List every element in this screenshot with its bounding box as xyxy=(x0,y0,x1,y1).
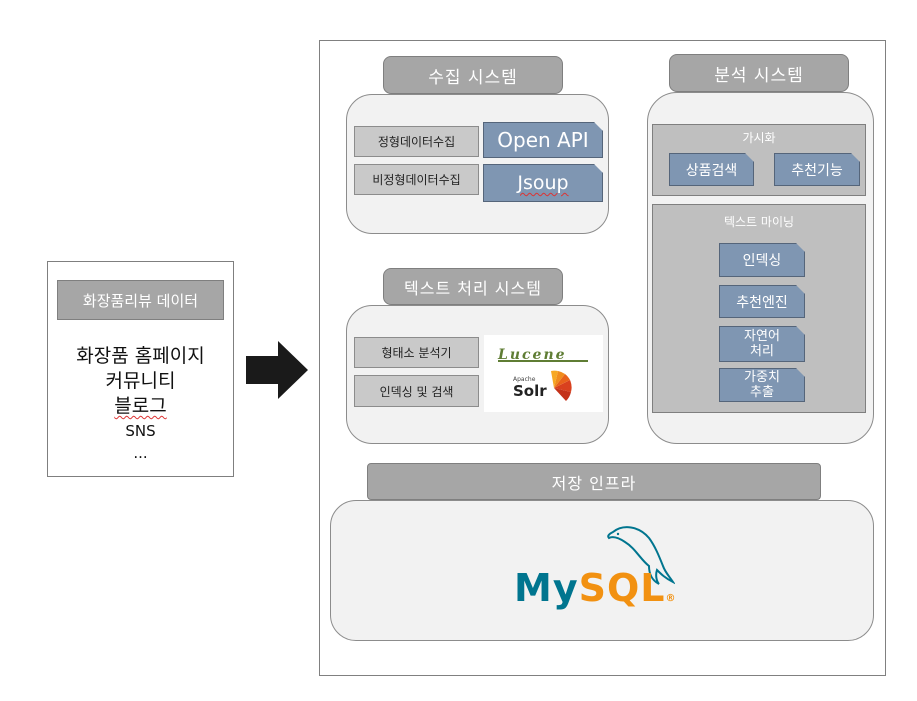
source-header-label: 화장품리뷰 데이터 xyxy=(82,291,199,310)
text-processing-title-label: 텍스트 처리 시스템 xyxy=(404,278,542,298)
lucene-logo-text: Lucene xyxy=(498,347,567,363)
source-list: 화장품 홈페이지 커뮤니티 블로그 SNS ... xyxy=(48,344,233,463)
apache-label: Apache xyxy=(513,376,536,383)
visualization-title: 가시화 xyxy=(742,131,776,145)
visualization-section: 가시화 상품검색 추천기능 xyxy=(652,124,866,196)
recommendation-box: 추천기능 xyxy=(774,153,860,186)
source-data-box: 화장품리뷰 데이터 화장품 홈페이지 커뮤니티 블로그 SNS ... xyxy=(47,261,234,477)
jsoup-label: Jsoup xyxy=(517,172,569,194)
storage-title: 저장 인프라 xyxy=(367,463,821,500)
structured-collection-box: 정형데이터수집 xyxy=(354,126,479,157)
product-search-box: 상품검색 xyxy=(669,153,754,186)
open-api-label: Open API xyxy=(497,128,589,152)
source-item: ... xyxy=(133,444,148,462)
text-processing-title: 텍스트 처리 시스템 xyxy=(383,268,563,305)
nlp-label: 자연어 처리 xyxy=(744,329,780,359)
weight-extraction-label: 가중치 추출 xyxy=(744,370,780,400)
morph-analyzer-box: 형태소 분석기 xyxy=(354,337,479,368)
open-api-box: Open API xyxy=(483,122,603,158)
indexing-box: 인덱싱 xyxy=(719,243,805,277)
storage-panel xyxy=(330,500,874,641)
source-item: 화장품 홈페이지 xyxy=(76,345,205,367)
analysis-title: 분석 시스템 xyxy=(669,54,849,92)
unstructured-collection-box: 비정형데이터수집 xyxy=(354,164,479,195)
source-item: SNS xyxy=(125,422,156,440)
mysql-logo: MySQL® xyxy=(510,520,680,610)
weight-extraction-box: 가중치 추출 xyxy=(719,368,805,402)
flow-arrow-icon xyxy=(246,341,308,399)
solr-logo-text: Solr xyxy=(513,382,547,400)
recommendation-engine-box: 추천엔진 xyxy=(719,285,805,318)
text-mining-section: 텍스트 마이닝 인덱싱 추천엔진 자연어 처리 가중치 추출 xyxy=(652,204,866,413)
collection-title: 수집 시스템 xyxy=(383,56,563,94)
nlp-box: 자연어 처리 xyxy=(719,326,805,362)
structured-collection-label: 정형데이터수집 xyxy=(377,135,456,149)
text-mining-title: 텍스트 마이닝 xyxy=(723,215,795,229)
source-item: 블로그 xyxy=(114,395,167,417)
collection-title-label: 수집 시스템 xyxy=(428,67,518,88)
indexing-search-label: 인덱싱 및 검색 xyxy=(379,384,454,399)
product-search-label: 상품검색 xyxy=(685,162,738,179)
recommendation-engine-label: 추천엔진 xyxy=(736,294,788,311)
mysql-wordmark: MySQL® xyxy=(514,566,677,610)
source-item: 커뮤니티 xyxy=(105,370,176,392)
unstructured-collection-label: 비정형데이터수집 xyxy=(372,173,461,187)
storage-title-label: 저장 인프라 xyxy=(551,473,637,493)
indexing-label: 인덱싱 xyxy=(742,253,782,269)
indexing-search-box: 인덱싱 및 검색 xyxy=(354,375,479,407)
jsoup-box: Jsoup xyxy=(483,164,603,202)
solr-sun-icon xyxy=(551,370,572,401)
source-header: 화장품리뷰 데이터 xyxy=(57,280,224,320)
lucene-solr-logo-box: Lucene Apache Solr xyxy=(484,335,603,412)
analysis-title-label: 분석 시스템 xyxy=(714,65,804,86)
morph-analyzer-label: 형태소 분석기 xyxy=(381,346,452,360)
dolphin-icon xyxy=(607,526,675,585)
recommendation-label: 추천기능 xyxy=(791,162,843,179)
lucene-logo: Lucene xyxy=(498,344,590,363)
